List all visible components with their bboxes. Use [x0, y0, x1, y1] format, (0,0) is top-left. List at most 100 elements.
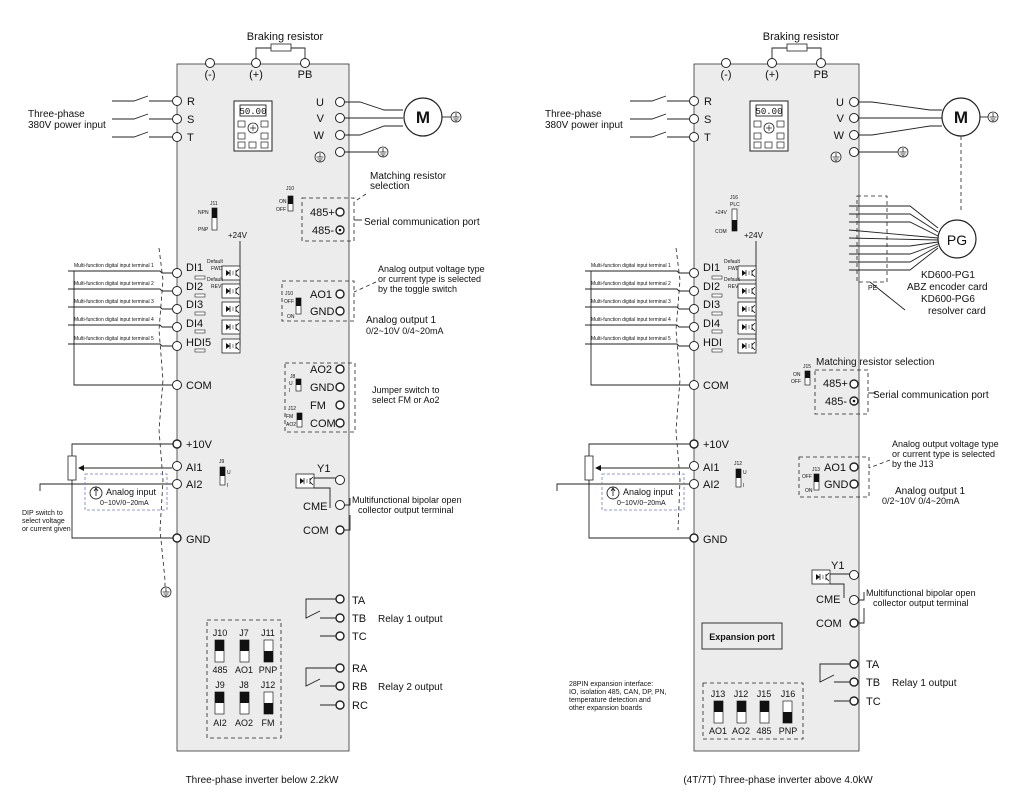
right-j15-off: OFF: [791, 379, 801, 385]
right-braking-resistor-label: Braking resistor: [763, 31, 840, 43]
left-j10b-label: J10: [285, 291, 293, 297]
left-terminal-tb: TB: [352, 613, 366, 625]
right-st-pnp: PNP: [779, 726, 798, 736]
right-terminal-485plus: 485+: [823, 378, 848, 390]
right-plus24v: +24V: [744, 231, 764, 240]
left-plus24v: +24V: [228, 231, 248, 240]
right-terminal-r: R: [704, 96, 712, 108]
right-analog-input: Analog input: [623, 487, 674, 497]
left-default-fwd-1: Default: [207, 259, 223, 265]
right-expansion-note: 28PIN expansion interface: IO, isolation…: [569, 681, 667, 712]
right-pg-icon: [937, 219, 977, 259]
right-terminal-v: V: [837, 113, 845, 125]
right-j13-on: ON: [805, 488, 813, 494]
right-j16-plc: PLC: [730, 202, 740, 208]
left-terminal-w: W: [314, 130, 325, 142]
right-matching-resistor: Matching resistor selection: [816, 357, 934, 368]
left-di-row-5: Multi-function digital input terminal 5 …: [68, 336, 241, 354]
right-st-j13: J13: [711, 689, 726, 699]
right-exp-note-4: other expansion boards: [569, 705, 643, 712]
left-st-j9: J9: [215, 680, 225, 690]
left-terminal-ao2-gnd: GND: [310, 382, 335, 394]
left-di-row-1: Multi-function digital input terminal 1 …: [68, 259, 241, 281]
left-ao-note-3: by the toggle switch: [378, 284, 457, 294]
right-terminal-gnd: GND: [703, 534, 728, 546]
left-mf-output-2: collector output terminal: [358, 505, 454, 515]
left-shield-ground-icon: [160, 586, 172, 598]
left-power-input-line2: 380V power input: [28, 120, 106, 131]
left-analog-output-1: Analog output 1: [366, 315, 436, 326]
left-st-ao2: AO2: [235, 718, 253, 728]
left-terminal-t: T: [187, 132, 194, 144]
left-dip-note-2: select voltage: [22, 518, 65, 525]
right-terminal-ta: TA: [866, 659, 880, 671]
left-j10-on: ON: [279, 199, 287, 205]
right-j15-on: ON: [793, 372, 801, 378]
left-j10-off: OFF: [276, 207, 286, 213]
left-analog-input: Analog input: [106, 487, 157, 497]
right-pg-label: PG: [947, 232, 967, 248]
left-jumper-note-1: Jumper switch to: [372, 385, 440, 395]
right-di4: DI4: [703, 318, 720, 330]
right-di1: DI1: [703, 262, 720, 274]
right-ao-note-2: or current type is selected: [892, 449, 995, 459]
right-terminal-tc: TC: [866, 696, 881, 708]
left-bus-plus: (+): [249, 69, 263, 81]
left-terminal-ra: RA: [352, 663, 368, 675]
left-dip-note-1: DIP switch to: [22, 510, 63, 517]
right-di-label-3: Multi-function digital input terminal 3: [591, 299, 671, 305]
right-terminal-t: T: [704, 132, 711, 144]
left-diagram: Braking resistor (-) (+) PB Three-phase …: [22, 31, 485, 786]
right-default-rev-2: REV: [728, 284, 739, 290]
right-terminal-10v: +10V: [703, 439, 730, 451]
right-power-input: Three-phase 380V power input R S T: [545, 95, 712, 144]
left-ao-note-1: Analog output voltage type: [378, 264, 485, 274]
left-di-row-4: Multi-function digital input terminal 4 …: [68, 317, 241, 335]
left-body-ground-icon: [314, 151, 326, 163]
left-hdi5: HDI5: [186, 337, 211, 349]
left-ao1-section: Analog output voltage type or current ty…: [281, 264, 485, 336]
right-analog-output-1: Analog output 1: [895, 486, 965, 497]
left-relay2-label: Relay 2 output: [378, 682, 443, 693]
right-relay-1: TA TB TC Relay 1 output: [819, 659, 957, 708]
right-j13-label: J13: [812, 467, 820, 473]
left-di-row-2: Multi-function digital input terminal 2 …: [68, 277, 241, 299]
right-j15-label: J15: [803, 364, 811, 370]
right-st-j16: J16: [781, 689, 796, 699]
right-ao1-section: Analog output voltage type or current ty…: [798, 439, 999, 506]
right-default-rev-1: Default: [724, 277, 740, 283]
left-com-terminal: COM: [186, 380, 212, 392]
left-jumper-note-2: select FM or Ao2: [372, 395, 440, 405]
left-st-485: 485: [212, 665, 227, 675]
right-bus-plus: (+): [765, 69, 779, 81]
left-motor-ground-icon: [450, 111, 462, 123]
right-analog-inputs: +10V AI1 AI2 Analog input 0~10V/0~20mA J…: [556, 439, 747, 546]
right-di-label-2: Multi-function digital input terminal 2: [591, 281, 671, 287]
left-di1: DI1: [186, 262, 203, 274]
right-terminal-ai1: AI1: [703, 462, 720, 474]
left-terminal-v: V: [317, 113, 325, 125]
left-st-j8: J8: [239, 680, 249, 690]
left-motor-output: U V W M: [314, 97, 462, 163]
left-j10b-off: OFF: [284, 299, 294, 305]
left-di2: DI2: [186, 281, 203, 293]
left-j8-u: U: [289, 381, 293, 387]
right-bus-minus: (-): [721, 69, 732, 81]
left-analog-inputs: +10V AI1 AI2 Analog input 0~10V/0~20mA D…: [22, 439, 231, 598]
right-encoder-4: resolver card: [928, 306, 986, 317]
left-j12-label: J12: [288, 406, 296, 412]
left-analog-output-range: 0/2~10V 0/4~20mA: [366, 326, 444, 336]
right-terminal-s: S: [704, 114, 711, 126]
right-terminal-cme: CME: [816, 594, 840, 606]
right-st-ao2: AO2: [732, 726, 750, 736]
left-analog-input-range: 0~10V/0~20mA: [100, 500, 149, 507]
right-terminal-y1: Y1: [831, 560, 844, 572]
left-ao2-section: AO2 GND FM COM J8 U I J12 FM AO2 Jumper …: [284, 362, 440, 433]
right-exp-note-2: IO, isolation 485, CAN, DP, PN,: [569, 689, 667, 696]
right-com-terminal: COM: [703, 380, 729, 392]
left-di3: DI3: [186, 299, 203, 311]
left-terminal-485minus: 485-: [312, 225, 334, 237]
left-terminal-10v: +10V: [186, 439, 213, 451]
right-di-row-5: Multi-function digital input terminal 5 …: [585, 336, 757, 354]
right-mf-output-2: collector output terminal: [873, 598, 969, 608]
